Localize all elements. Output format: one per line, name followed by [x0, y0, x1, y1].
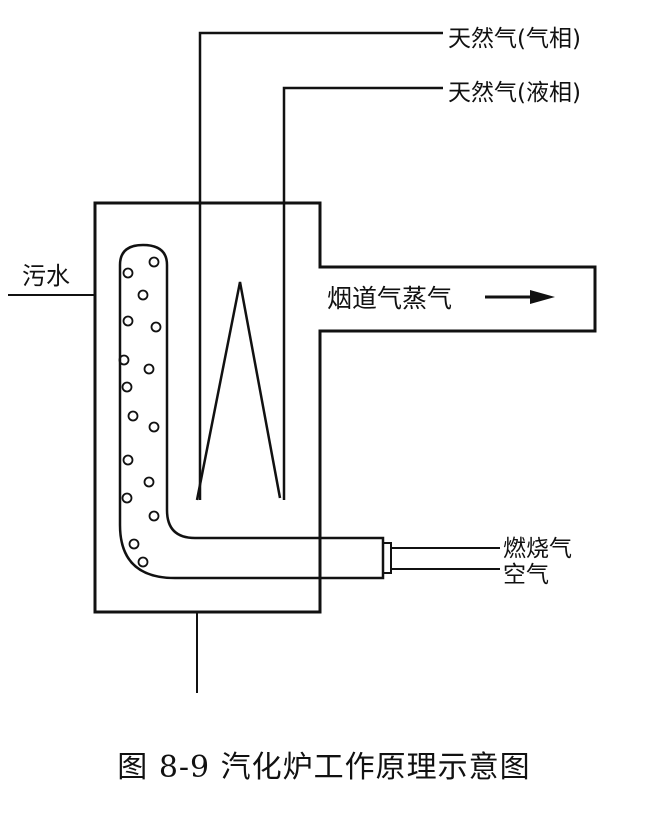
heat-exchange-coil: [195, 281, 282, 501]
gas-vapor-pipe: [198, 31, 443, 500]
water-bath-tube: [118, 243, 385, 580]
gas-liquid-label: 天然气(液相): [448, 80, 581, 106]
bubble: [137, 289, 149, 301]
gas-liquid-pipe: [282, 86, 443, 500]
gas-vapor-label: 天然气(气相): [448, 26, 581, 52]
combustion-nozzle: [382, 542, 392, 574]
figure-caption: 图 8-9 汽化炉工作原理示意图: [117, 750, 531, 785]
bubble: [128, 538, 140, 550]
flue-arrow-head: [530, 290, 555, 304]
bubble: [118, 354, 130, 366]
air-label: 空气: [503, 562, 549, 588]
bubble: [127, 410, 139, 422]
bubble: [122, 315, 134, 327]
bubble: [121, 381, 133, 393]
bubble: [137, 556, 149, 568]
bubble: [148, 256, 160, 268]
flue-steam-label: 烟道气蒸气: [327, 284, 452, 313]
bubble: [122, 267, 134, 279]
bubble: [122, 454, 134, 466]
bubble: [143, 476, 155, 488]
combustion-gas-label: 燃烧气: [503, 536, 572, 562]
furnace-body: [93, 201, 597, 614]
bubble: [148, 421, 160, 433]
sewage-label: 污水: [22, 262, 70, 290]
bubble: [121, 492, 133, 504]
bubble: [150, 321, 162, 333]
bubble: [143, 363, 155, 375]
bubbles-group: [118, 256, 162, 568]
bubble: [148, 510, 160, 522]
